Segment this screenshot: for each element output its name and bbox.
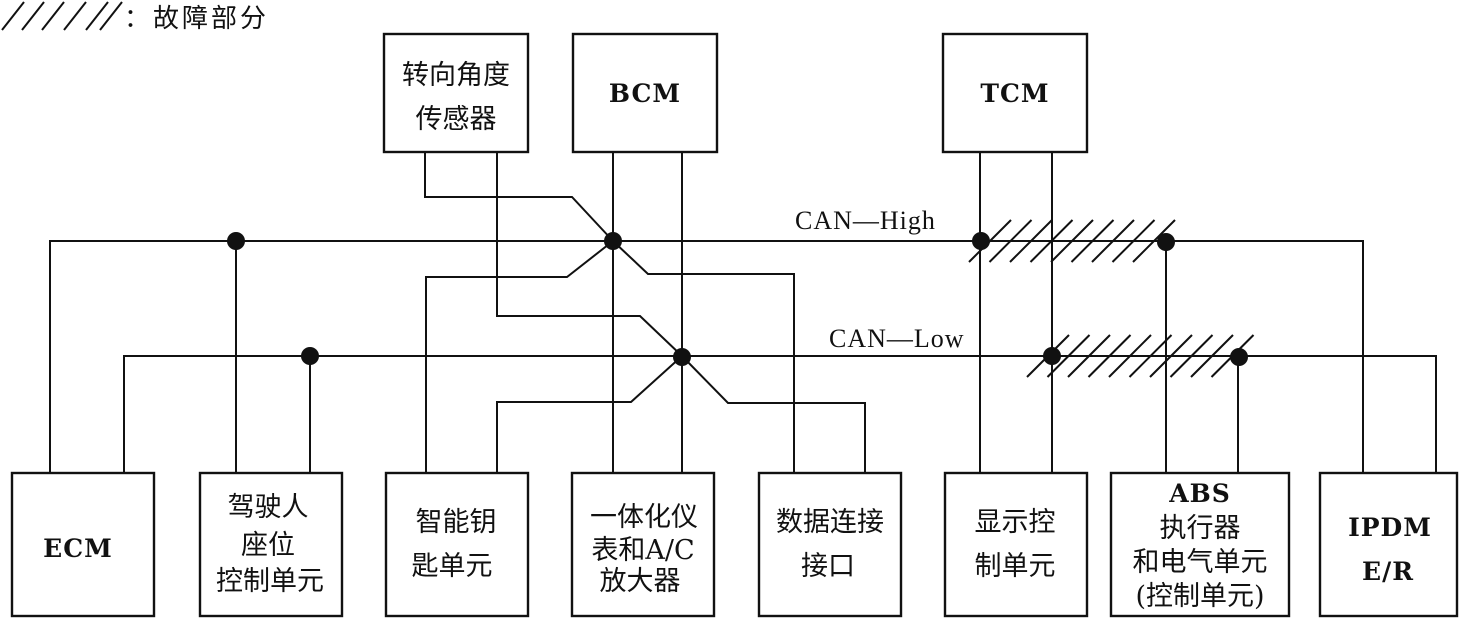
module-display-control[interactable]: 显示控 制单元 [943,471,1089,618]
smartkey-low-wire [496,355,683,473]
fault-hatch-mark [1190,334,1234,378]
junction-nodes [227,232,1248,366]
module-label-line: TCM [980,79,1049,108]
fault-hatch-mark [1132,219,1176,263]
module-driver-seat-control[interactable]: 驾驶人 座位 控制单元 [198,471,344,618]
module-ipdm-er[interactable]: IPDM E/R [1318,471,1459,618]
module-label-line: ABS [1168,479,1231,508]
module-tcm[interactable]: TCM [941,32,1089,154]
smartkey-high-wire [425,240,614,473]
dlc-high-wire [612,240,795,473]
fault-hatch-mark [1111,219,1156,263]
junction-node [1043,347,1061,365]
module-abs-actuator[interactable]: ABS 执行器 和电气单元 (控制单元) [1109,471,1291,618]
module-label-line: BCM [609,79,681,108]
module-combination-meter-ac[interactable]: 一体化仪 表和A/C 放大器 [570,471,716,618]
module-label-line: 数据连接 [776,507,884,538]
module-label-line: (控制单元) [1135,581,1264,612]
module-ecm[interactable]: ECM [10,471,156,618]
module-steering-angle-sensor[interactable]: 转向角度 传感器 [382,32,530,154]
module-label-line: 显示控 [975,507,1056,538]
fault-hatch-mark [1050,219,1094,263]
fault-hatch-mark [988,219,1033,263]
module-label-line: 驾驶人 [228,492,309,523]
junction-node [227,232,245,250]
module-label-line: 控制单元 [216,566,324,597]
hatch-legend-icon [1,1,123,31]
module-label-line: ECM [43,534,113,563]
legend-label: ：故障部分 [124,4,269,34]
fault-hatch-mark [1067,334,1111,378]
fault-hatch-mark [1108,334,1152,378]
junction-node [972,232,990,250]
can-low-label: CAN—Low [829,324,965,353]
module-label-line: E/R [1362,557,1414,586]
module-label-line: 一体化仪 [590,502,698,533]
fault-hatch-mark [1009,219,1053,263]
dlc-low-wire [681,355,866,473]
fault-hatch-mark [1128,334,1173,378]
fault-hatch-mark [1087,334,1132,378]
module-label-line: 座位 [241,530,295,561]
module-data-link-connector[interactable]: 数据连接 接口 [757,471,903,618]
junction-node [1157,233,1175,251]
can-high-label: CAN—High [795,206,936,235]
module-smart-key[interactable]: 智能钥 匙单元 [384,471,530,618]
module-label-line: 接口 [801,551,855,582]
module-label-line: 表和A/C [591,535,694,566]
module-label-line: IPDM [1348,513,1432,542]
module-label-line: 执行器 [1160,513,1241,544]
module-label-line: 智能钥 [416,507,497,538]
module-label-line: 放大器 [600,566,681,597]
module-label-line: 和电气单元 [1133,547,1268,578]
legend: ：故障部分 [1,1,269,34]
module-label-line: 匙单元 [412,551,493,582]
fault-hatch-high [968,219,1176,263]
fault-hatch-mark [1091,219,1135,263]
module-label-line: 传感器 [416,104,497,135]
fault-hatch-mark [1169,334,1214,378]
steering-low-wire [496,152,683,357]
fault-hatch-mark [1070,219,1115,263]
junction-node [301,347,319,365]
fault-hatch-mark [1046,334,1091,378]
fault-hatch-mark [1149,334,1193,378]
fault-hatch-mark [1029,219,1074,263]
wires [49,152,1437,473]
junction-node [604,232,622,250]
can-low-bus [123,355,1437,473]
module-label-line: 转向角度 [402,60,510,91]
module-bcm[interactable]: BCM [571,32,719,154]
junction-node [673,348,691,366]
junction-node [1230,348,1248,366]
module-label-line: 制单元 [975,551,1056,582]
steering-high-wire [424,152,614,242]
